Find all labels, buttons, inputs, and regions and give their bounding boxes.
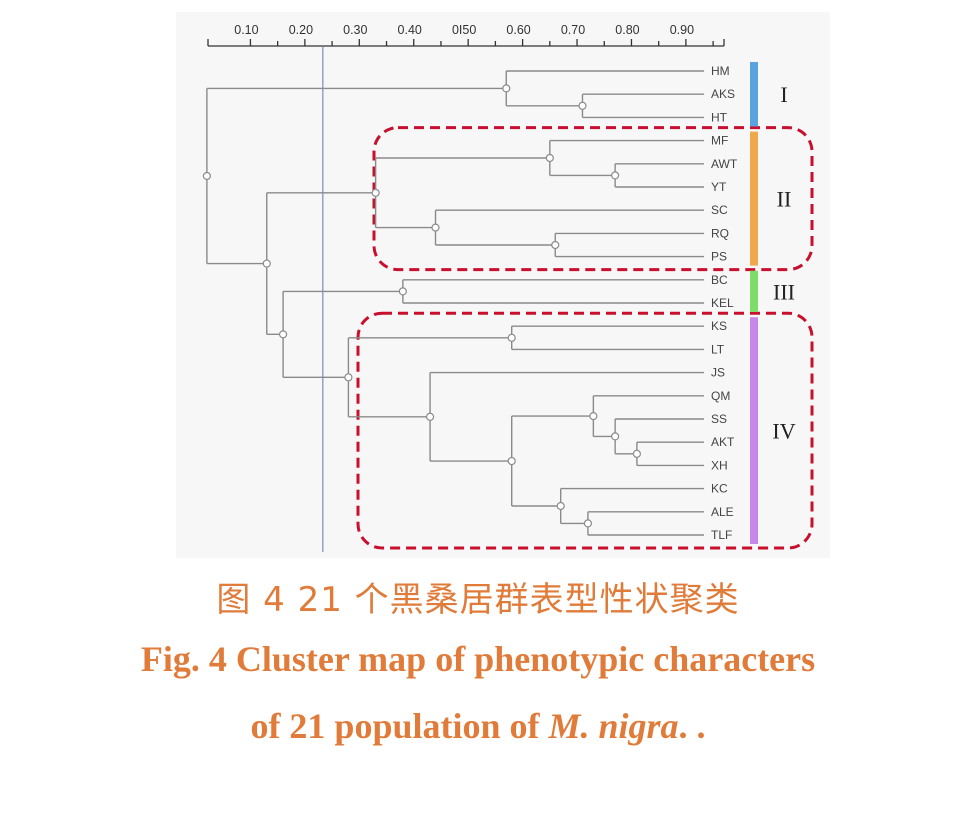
- leaf-label: LT: [711, 342, 725, 356]
- leaf-labels: HM AKS HT MF AWT YT SC RQ PS BC KEL KS LT JS QM SS AKT XH…: [711, 64, 738, 542]
- leaf-label: YT: [711, 180, 727, 194]
- leaf-label: SC: [711, 203, 728, 217]
- leaf-label: RQ: [711, 226, 729, 240]
- cluster-node: [556, 501, 565, 511]
- dendrogram-branches: [202, 70, 704, 536]
- axis-tick-label: 0.70: [561, 23, 585, 37]
- cluster-node: [551, 240, 560, 250]
- leaf-label: KS: [711, 319, 727, 333]
- group-label: I: [780, 82, 787, 107]
- caption-prefix: of 21 population of: [250, 706, 549, 746]
- leaf-label: SS: [711, 412, 727, 426]
- cluster-node: [371, 188, 380, 197]
- cluster-node: [262, 259, 271, 268]
- axis-tick-label: 0I50: [452, 23, 476, 37]
- group-label: II: [777, 187, 792, 212]
- cluster-node: [425, 412, 435, 421]
- axis-tick-label: 0.20: [289, 23, 313, 37]
- axis-tick-label: 0.40: [398, 23, 422, 37]
- leaf-label: AKS: [711, 87, 735, 101]
- leaf-label: BC: [711, 273, 728, 287]
- group-label: III: [773, 279, 795, 304]
- group-color-bar: [750, 317, 758, 544]
- cluster-node: [632, 449, 642, 458]
- group-color-bar: [750, 270, 758, 312]
- axis-tick-label: 0.60: [506, 23, 530, 37]
- axis-tick-label: 0.30: [343, 23, 367, 37]
- cluster-node: [344, 373, 353, 382]
- cluster-node: [507, 333, 516, 342]
- cluster-node: [502, 84, 511, 93]
- cluster-node: [583, 519, 593, 528]
- cluster-node: [431, 223, 440, 232]
- group-color-bar: [750, 62, 758, 127]
- group-dashed-box: [356, 311, 814, 550]
- caption-english-line-1: Fig. 4 Cluster map of phenotypic charact…: [140, 639, 816, 679]
- distance-axis: 0.10 0.20 0.30 0.40 0I50 0.60 0.70 0.80 0.90: [207, 23, 725, 47]
- axis-tick-label: 0.90: [670, 23, 694, 37]
- axis-tick-label: 0.10: [234, 23, 258, 37]
- leaf-label: JS: [711, 366, 725, 380]
- leaf-label: ALE: [711, 505, 734, 519]
- leaf-label: MF: [711, 134, 728, 148]
- group-label: IV: [772, 419, 795, 444]
- leaf-label: HM: [711, 64, 730, 78]
- axis-tick-label: 0.80: [615, 23, 639, 37]
- group-color-bar: [750, 131, 758, 266]
- caption-chinese: 图 4 21 个黑桑居群表型性状聚类: [216, 580, 740, 620]
- caption-species-name: M. nigra: [548, 706, 679, 746]
- cluster-node: [611, 432, 620, 441]
- leaf-label: PS: [711, 250, 727, 264]
- leaf-label: HT: [711, 110, 728, 124]
- caption-suffix: . .: [678, 706, 706, 746]
- leaf-label: XH: [711, 458, 728, 472]
- cluster-node: [545, 153, 554, 163]
- cluster-node: [589, 412, 598, 421]
- group-boxes: [356, 126, 814, 550]
- cluster-node: [398, 287, 407, 296]
- cluster-node: [278, 330, 288, 339]
- leaf-label: KEL: [711, 296, 734, 310]
- leaf-label: KC: [711, 482, 728, 496]
- cluster-node: [507, 456, 516, 466]
- leaf-label: QM: [711, 389, 730, 403]
- caption-english-line-2: of 21 population of M. nigra. .: [0, 705, 956, 747]
- figure-panel: [176, 12, 830, 558]
- leaf-label: AKT: [711, 435, 735, 449]
- cluster-node: [202, 171, 211, 181]
- dendrogram-figure: 0.10 0.20 0.30 0.40 0I50 0.60 0.70 0.80 0.90 HM A…: [176, 12, 830, 558]
- leaf-label: TLF: [711, 528, 732, 542]
- leaf-label: AWT: [711, 157, 738, 171]
- cluster-node: [578, 101, 587, 110]
- group-dashed-box: [372, 126, 814, 272]
- cluster-node: [611, 171, 620, 180]
